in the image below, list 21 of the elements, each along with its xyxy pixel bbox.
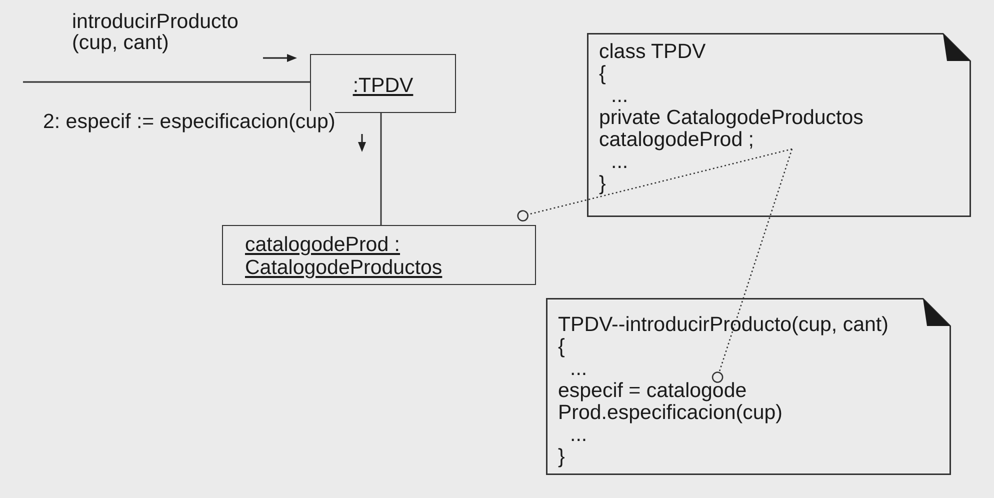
link-line [23, 81, 310, 83]
code-line: ... [611, 151, 628, 173]
object-box [222, 225, 536, 285]
code-line: { [558, 336, 565, 358]
object-box [310, 54, 456, 113]
code-line: ... [570, 358, 588, 380]
leader-line [517, 148, 792, 222]
code-line: class TPDV [599, 41, 706, 63]
code-line: } [558, 446, 565, 468]
code-line: especif = catalogode Prod.especificacion(cup) [558, 380, 784, 424]
object-name: :TPDV [352, 74, 414, 97]
code-line: ... [611, 85, 628, 107]
code-line: private CatalogodeProductos catalogodeProd ; [599, 107, 864, 151]
code-line: { [599, 63, 606, 85]
link-line [380, 113, 382, 225]
code-line: ... [570, 424, 588, 446]
object-name: catalogodeProd : CatalogodeProductos [245, 233, 444, 279]
message-label: 2: especif := especificacion(cup) [43, 111, 336, 132]
code-line: } [599, 173, 606, 195]
leader-line [712, 148, 793, 383]
code-line: TPDV--introducirProducto(cup, cant) [558, 314, 888, 336]
